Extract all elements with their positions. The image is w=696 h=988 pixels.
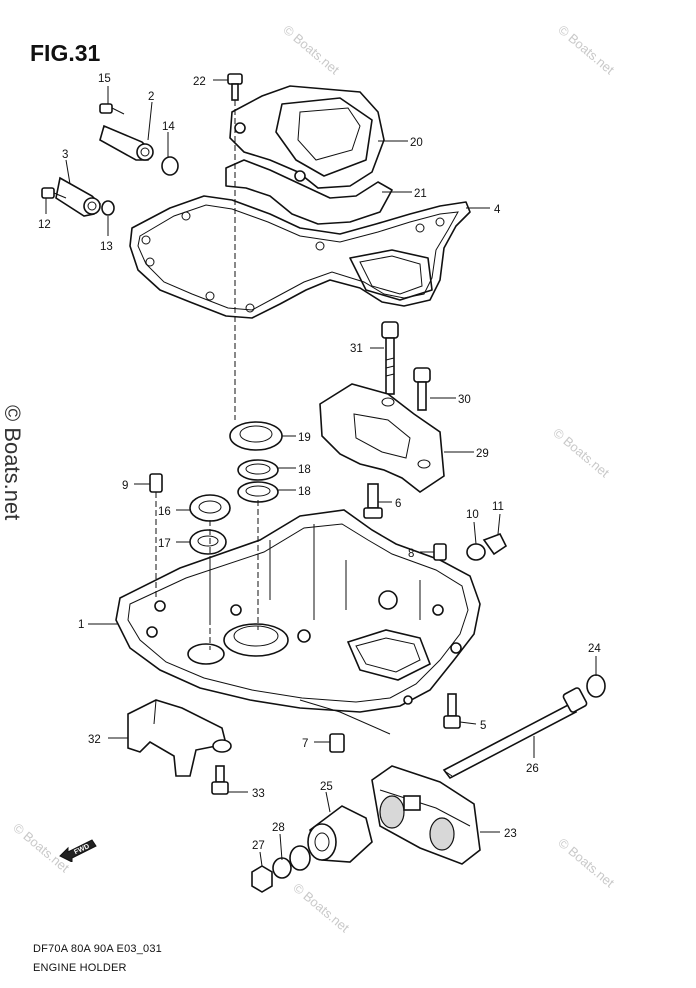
callout-16: 16 — [158, 506, 171, 518]
callout-1: 1 — [78, 619, 84, 631]
callout-14: 14 — [162, 121, 175, 133]
callout-11: 11 — [492, 501, 504, 513]
callout-27: 27 — [252, 840, 265, 852]
part-14-o-ring — [161, 156, 179, 176]
callout-28: 28 — [272, 822, 285, 834]
part-20-cover-plate — [229, 85, 385, 189]
callout-32: 32 — [88, 734, 101, 746]
forward-arrow-icon: FWD — [59, 839, 97, 862]
part-8-dowel — [433, 543, 447, 561]
callout-7: 7 — [302, 738, 308, 750]
part-7-dowel — [329, 733, 345, 753]
callout-31: 31 — [350, 343, 363, 355]
part-30-bolt — [413, 367, 431, 411]
callout-23: 23 — [504, 828, 517, 840]
callout-3: 3 — [62, 149, 68, 161]
part-21-gasket — [225, 159, 393, 225]
callout-26: 26 — [526, 763, 539, 775]
part-33-bolt — [211, 765, 229, 795]
part-18-o-ring-upper — [237, 459, 279, 481]
part-4-gasket — [129, 195, 471, 319]
callout-13: 13 — [100, 241, 113, 253]
callout-21: 21 — [414, 188, 427, 200]
part-5-bolt — [443, 693, 461, 729]
callout-10: 10 — [466, 509, 479, 521]
part-22-bolt — [227, 73, 243, 101]
part-11-plug — [482, 532, 508, 556]
callout-4: 4 — [494, 204, 501, 216]
callout-24: 24 — [588, 643, 601, 655]
part-6-bolt — [363, 483, 383, 519]
callout-15: 15 — [98, 73, 111, 85]
callout-6: 6 — [395, 498, 401, 510]
part-23-mount — [371, 765, 481, 865]
part-13-o-ring — [101, 200, 115, 216]
callout-17: 17 — [158, 538, 171, 550]
part-2-fitting — [99, 124, 154, 161]
callout-29: 29 — [476, 448, 489, 460]
part-32-bracket — [127, 699, 232, 777]
part-26-through-bolt — [442, 687, 588, 780]
callout-8: 8 — [408, 548, 414, 560]
figure-name: ENGINE HOLDER — [33, 962, 127, 974]
callout-22: 22 — [193, 76, 206, 88]
part-1-engine-holder — [115, 509, 481, 735]
callout-33: 33 — [252, 788, 265, 800]
callout-20: 20 — [410, 137, 423, 149]
callout-12: 12 — [38, 219, 51, 231]
callout-30: 30 — [458, 394, 471, 406]
part-24-washer — [586, 674, 606, 698]
callout-18b: 18 — [298, 486, 311, 498]
figure-title: FIG.31 — [30, 40, 101, 66]
callout-25: 25 — [320, 781, 333, 793]
part-27-nut — [251, 865, 273, 893]
part-3-fitting — [55, 176, 102, 217]
part-9-dowel — [149, 473, 163, 493]
part-25-rubber-mount — [289, 805, 373, 871]
part-16-oil-seal — [189, 494, 231, 522]
callout-19: 19 — [298, 432, 311, 444]
leader-lines — [45, 79, 597, 867]
callout-18a: 18 — [298, 464, 311, 476]
part-17-oil-seal — [189, 529, 227, 555]
part-28-washer — [272, 857, 292, 879]
part-29-bracket — [319, 383, 445, 493]
part-19-oil-seal — [229, 421, 283, 451]
part-18-o-ring-lower — [237, 481, 279, 503]
part-31-bolt — [381, 321, 399, 395]
forward-label: FWD — [73, 843, 90, 856]
part-15-bolt — [99, 103, 125, 115]
callout-9: 9 — [122, 480, 128, 492]
part-12-bolt — [41, 187, 67, 199]
part-10-washer — [466, 543, 486, 561]
callout-2: 2 — [148, 91, 154, 103]
callout-5: 5 — [480, 720, 486, 732]
figure-code: DF70A 80A 90A E03_031 — [33, 943, 162, 955]
